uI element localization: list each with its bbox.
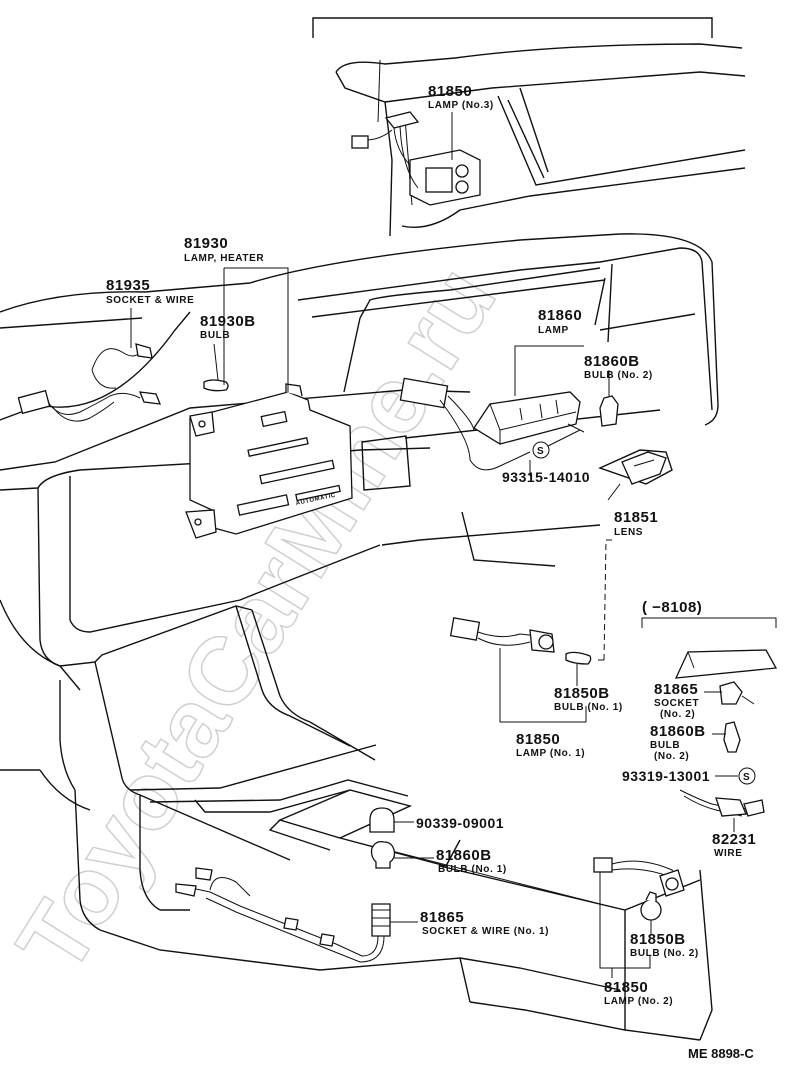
svg-text:BULB: BULB: [650, 740, 680, 751]
socket-wire-81865-no1-part[interactable]: [175, 867, 391, 963]
socket-wire-81935-part[interactable]: [17, 343, 162, 422]
bulb-81860b-no1-part[interactable]: [370, 840, 396, 869]
svg-text:82231: 82231: [712, 831, 756, 848]
bulb-81860b-no2-lower-part[interactable]: [723, 721, 741, 753]
callout-81935[interactable]: 81935 SOCKET & WIRE: [106, 277, 194, 306]
callout-82231[interactable]: 82231 WIRE: [712, 831, 756, 859]
svg-text:81850: 81850: [604, 979, 648, 996]
wire-82231-part[interactable]: [679, 789, 765, 817]
svg-text:SOCKET: SOCKET: [654, 698, 699, 709]
callout-93319-13001[interactable]: 93319-13001: [622, 768, 710, 784]
callout-81930[interactable]: 81930 LAMP, HEATER: [184, 235, 264, 264]
watermark: ToyotaCarMine.ru: [0, 248, 516, 991]
dashboard-outline: [0, 233, 719, 691]
svg-text:LAMP: LAMP: [538, 325, 569, 336]
svg-text:LAMP (No.3): LAMP (No.3): [428, 100, 494, 111]
callout-81850-no1[interactable]: 81850 LAMP (No. 1): [516, 731, 585, 759]
inset-dashboard-drawing: [335, 43, 746, 237]
bulb-81860b-no2-upper-part[interactable]: [599, 382, 619, 427]
svg-text:81865: 81865: [654, 681, 698, 698]
callout-93315-14010[interactable]: 93315-14010: [502, 469, 590, 485]
lamp-no2-part[interactable]: [593, 857, 685, 897]
svg-text:81850: 81850: [428, 83, 472, 100]
svg-text:81930B: 81930B: [200, 313, 256, 330]
lamp-no1-part[interactable]: [449, 617, 555, 653]
svg-text:93319-13001: 93319-13001: [622, 768, 710, 784]
svg-text:S: S: [537, 446, 544, 457]
svg-text:BULB (No. 2): BULB (No. 2): [630, 948, 699, 959]
callout-81850-no3[interactable]: 81850 LAMP (No.3): [428, 83, 494, 111]
svg-text:LAMP (No. 1): LAMP (No. 1): [516, 748, 585, 759]
svg-text:BULB (No. 1): BULB (No. 1): [554, 702, 623, 713]
svg-text:WIRE: WIRE: [714, 848, 743, 859]
callout-90339-09001[interactable]: 90339-09001: [416, 815, 504, 831]
socket-81865-no2-part[interactable]: [719, 681, 755, 705]
svg-text:S: S: [743, 772, 750, 783]
footer-code: ME 8898-C: [688, 1046, 754, 1061]
svg-text:93315-14010: 93315-14010: [502, 469, 590, 485]
svg-text:81935: 81935: [106, 277, 150, 294]
callout-81860[interactable]: 81860 LAMP: [538, 307, 582, 336]
svg-text:81850B: 81850B: [554, 685, 610, 702]
bulb-81850b-no1-part[interactable]: [565, 651, 592, 665]
svg-text:SOCKET & WIRE: SOCKET & WIRE: [106, 295, 194, 306]
svg-text:( −8108): ( −8108): [642, 599, 702, 616]
callout-81851[interactable]: 81851 LENS: [614, 509, 658, 538]
svg-text:81860B: 81860B: [584, 353, 640, 370]
leader-lines: [130, 112, 777, 978]
svg-text:LENS: LENS: [614, 527, 643, 538]
svg-text:BULB: BULB: [200, 330, 230, 341]
callout-81860b-no2[interactable]: 81860B BULB (No. 2): [584, 353, 653, 381]
screw-93319-symbol: S: [738, 767, 756, 785]
svg-text:(No. 2): (No. 2): [654, 751, 689, 762]
callout-81930b[interactable]: 81930B BULB: [200, 313, 256, 341]
svg-text:81930: 81930: [184, 235, 228, 252]
svg-text:LAMP, HEATER: LAMP, HEATER: [184, 253, 264, 264]
svg-text:81860B: 81860B: [436, 847, 492, 864]
svg-text:81865: 81865: [420, 909, 464, 926]
svg-text:BULB (No. 1): BULB (No. 1): [438, 864, 507, 875]
svg-text:(No. 2): (No. 2): [660, 709, 695, 720]
range-label: ( −8108): [642, 599, 702, 616]
lamp-81860-part[interactable]: [399, 377, 585, 471]
svg-text:LAMP (No. 2): LAMP (No. 2): [604, 996, 673, 1007]
bulb-81850b-no2-part[interactable]: [640, 891, 662, 921]
callout-81865-wire-no1[interactable]: 81865 SOCKET & WIRE (No. 1): [420, 909, 549, 937]
svg-text:90339-09001: 90339-09001: [416, 815, 504, 831]
bulb-81930b-part[interactable]: [203, 379, 229, 392]
callout-81860b-bulb-no2[interactable]: 81860B BULB (No. 2): [650, 723, 706, 762]
callout-81860b-no1[interactable]: 81860B BULB (No. 1): [436, 847, 507, 875]
inset-bracket: [312, 17, 713, 38]
svg-text:81851: 81851: [614, 509, 658, 526]
lamp-no3-part[interactable]: [351, 111, 481, 206]
svg-text:81860: 81860: [538, 307, 582, 324]
heater-control-panel-part[interactable]: AUTOMATIC: [185, 383, 353, 539]
svg-text:BULB (No. 2): BULB (No. 2): [584, 370, 653, 381]
svg-text:SOCKET & WIRE (No. 1): SOCKET & WIRE (No. 1): [422, 926, 549, 937]
cap-90339-part[interactable]: [369, 807, 395, 833]
screw-93315-symbol: S: [532, 441, 550, 459]
callout-81850b-no1[interactable]: 81850B BULB (No. 1): [554, 685, 623, 713]
callout-81865-socket-no2[interactable]: 81865 SOCKET (No. 2): [654, 681, 699, 720]
callout-81850b-no2[interactable]: 81850B BULB (No. 2): [630, 931, 699, 959]
high-mount-lamp-part[interactable]: [674, 649, 778, 679]
svg-text:81850: 81850: [516, 731, 560, 748]
svg-text:81860B: 81860B: [650, 723, 706, 740]
svg-text:81850B: 81850B: [630, 931, 686, 948]
callout-81850-no2[interactable]: 81850 LAMP (No. 2): [604, 979, 673, 1007]
lens-81851-part[interactable]: [621, 451, 667, 485]
